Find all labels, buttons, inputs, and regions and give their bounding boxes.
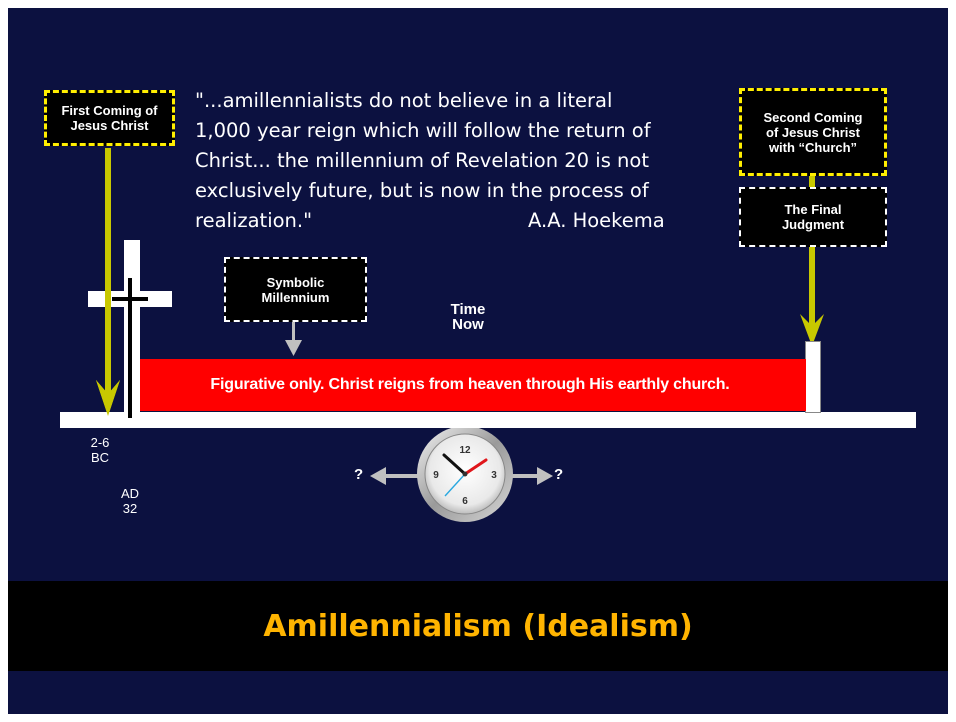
final-judgment-label: The Final Judgment [781,202,845,232]
date-birth-label: 2-6 BC [90,435,110,465]
millennium-band: Figurative only. Christ reigns from heav… [134,359,806,411]
first-coming-label: First Coming of Jesus Christ [61,103,158,133]
symbolic-millennium-arrow [285,322,302,356]
arrow-right-icon [511,467,553,485]
timeline-bar [60,412,916,428]
unknown-future-label: ? [554,466,564,483]
title-bar: Amillennialism (Idealism) [8,581,948,671]
time-now-label: Time Now [450,301,486,333]
cross-overlay [88,148,172,428]
slide-title: Amillennialism (Idealism) [263,608,693,644]
second-coming-connector [809,176,815,188]
second-coming-label: Second Coming of Jesus Christ with “Chur… [763,109,863,155]
clock-numeral: 12 [459,445,471,456]
clock-icon: 12 3 6 9 [417,426,513,522]
second-coming-box: Second Coming of Jesus Christ with “Chur… [739,88,887,176]
first-coming-box: First Coming of Jesus Christ [44,90,175,146]
final-judgment-arrow [800,246,824,346]
symbolic-millennium-label: Symbolic Millennium [261,274,330,305]
quote-text: "...amillennialists do not believe in a … [195,89,651,232]
clock-numeral: 9 [433,470,439,481]
date-cross-label: AD 32 [120,486,140,516]
millennium-band-text: Figurative only. Christ reigns from heav… [210,376,730,393]
symbolic-millennium-box: Symbolic Millennium [224,257,367,322]
slide: 12 3 6 9 Figurative only. Christ reigns … [8,8,948,714]
clock-numeral: 3 [491,470,497,481]
quote-author: A.A. Hoekema [528,209,665,232]
clock-numeral: 6 [462,496,468,507]
arrow-left-icon [370,467,418,485]
final-judgment-box: The Final Judgment [739,187,887,247]
quote-block: "...amillennialists do not believe in a … [195,86,755,236]
unknown-past-label: ? [354,466,364,483]
